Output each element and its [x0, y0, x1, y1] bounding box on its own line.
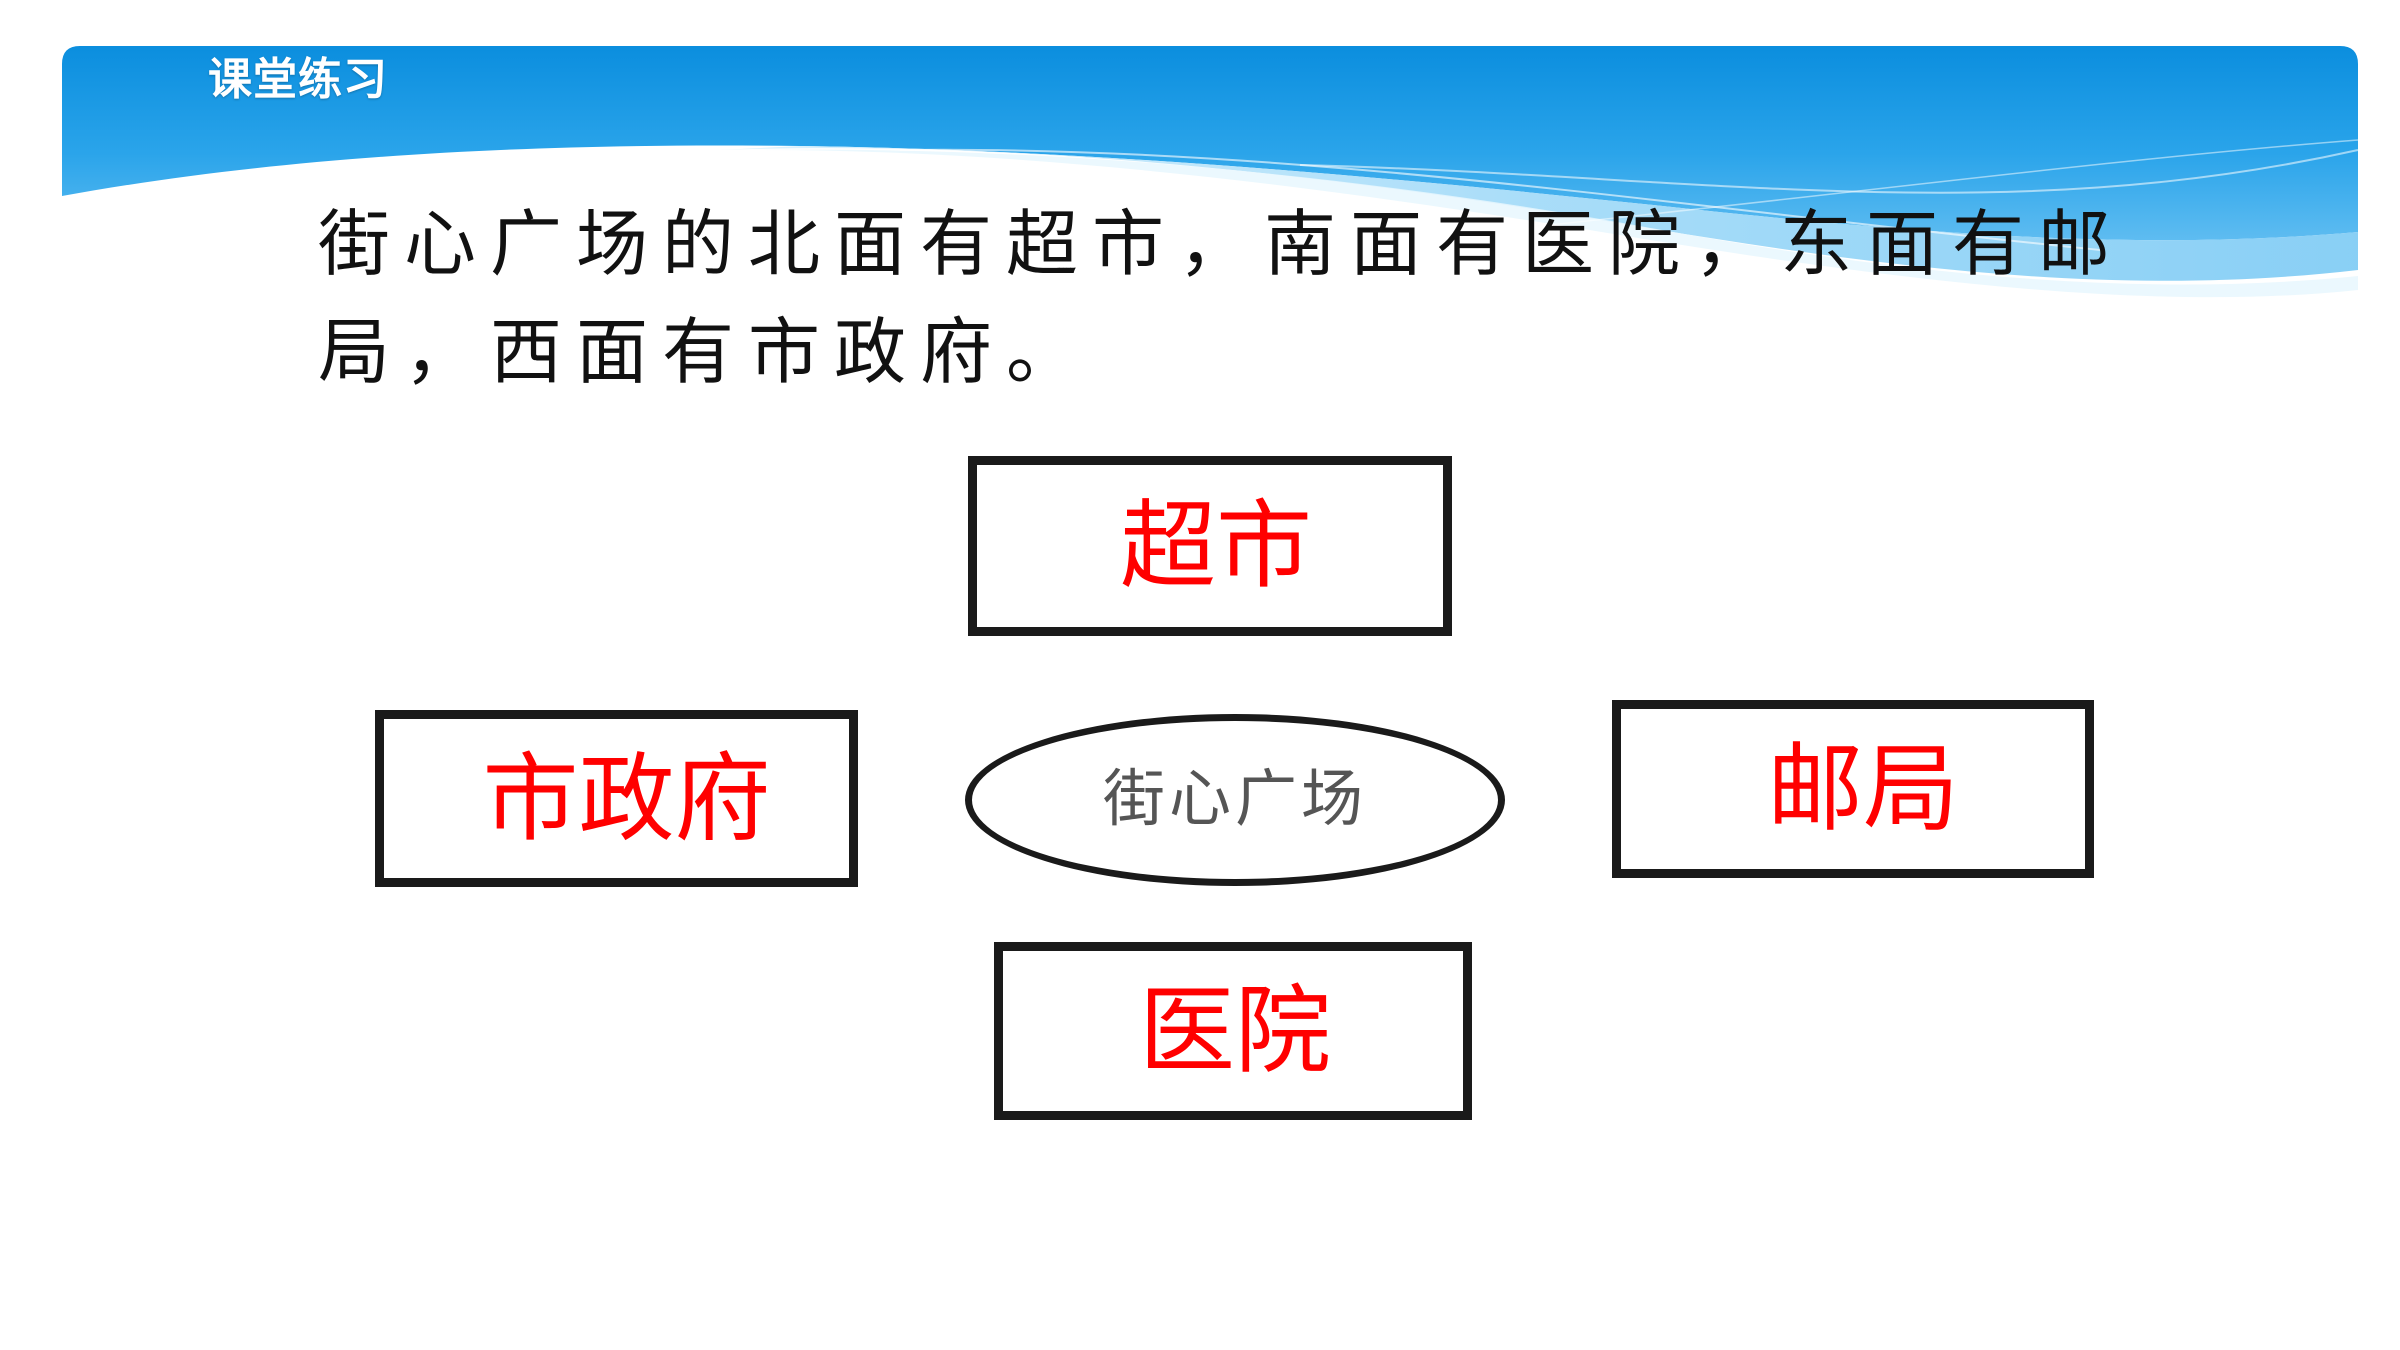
center-ellipse: 街心广场 — [965, 714, 1505, 886]
header-banner — [62, 46, 2359, 298]
section-title: 课堂练习 — [208, 54, 388, 105]
south-box: 医院 — [994, 942, 1472, 1120]
banner-wave — [720, 146, 2358, 281]
banner-line — [899, 148, 2101, 251]
east-label: 邮局 — [1767, 733, 1959, 845]
center-label: 街心广场 — [1102, 762, 1367, 835]
east-box: 邮局 — [1612, 700, 2094, 878]
north-box: 超市 — [968, 456, 1452, 636]
banner-band — [62, 46, 2358, 241]
south-label: 医院 — [1139, 975, 1331, 1087]
question-text: 街心广场的北面有超市，南面有医院，东面有邮局，西面有市政府。 — [318, 202, 2125, 394]
north-label: 超市 — [1120, 490, 1312, 602]
west-box: 市政府 — [375, 710, 858, 887]
banner-line — [1299, 149, 2359, 194]
banner-line — [1499, 139, 2359, 231]
west-label: 市政府 — [482, 742, 771, 855]
